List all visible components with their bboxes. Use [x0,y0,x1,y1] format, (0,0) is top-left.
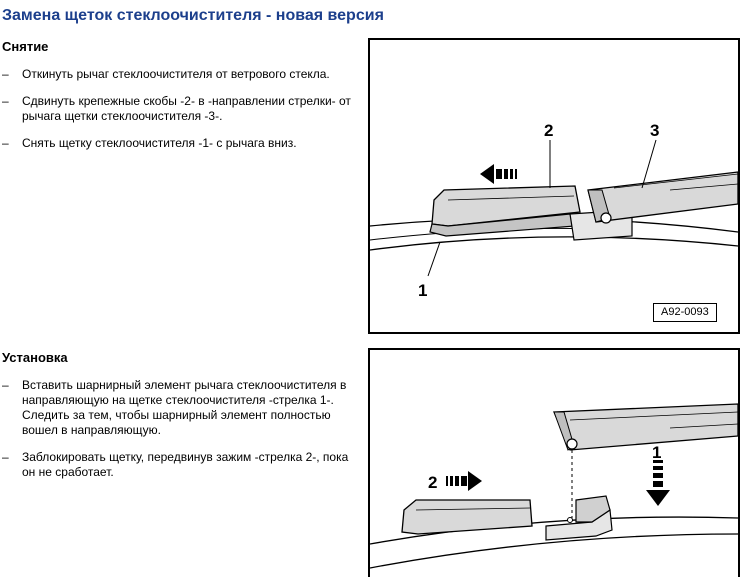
callout-2: 2 [544,121,553,140]
list-bullet: – [2,136,9,150]
callout-2: 2 [428,473,437,492]
step-text: Сдвинуть крепежные скобы -2- в -направле… [22,94,351,123]
removal-heading: Снятие [2,39,49,54]
wiper-arm [553,403,738,451]
windshield-edge [370,533,738,569]
list-item: – Заблокировать щетку, передвинув зажим … [2,450,364,480]
list-item: – Откинуть рычаг стеклоочистителя от вет… [2,67,364,82]
removal-figure: 2 3 1 A92-0093 [368,38,740,334]
list-item: – Вставить шарнирный элемент рычага стек… [2,378,364,438]
arrow-2 [446,471,482,491]
list-item: – Снять щетку стеклоочистителя -1- с рыч… [2,136,364,151]
installation-heading: Установка [2,350,68,365]
list-bullet: – [2,378,9,392]
step-text: Снять щетку стеклоочистителя -1- с рычаг… [22,136,297,150]
callout-1: 1 [652,443,661,462]
guide-hole [567,517,573,523]
removal-illustration: 2 3 1 [370,121,738,300]
guide-element-top [575,495,611,523]
step-text: Заблокировать щетку, передвинув зажим -с… [22,450,349,479]
clip-bracket [401,499,533,535]
wiper-arm [587,171,738,223]
pivot-pin [566,438,578,450]
list-item: – Сдвинуть крепежные скобы -2- в -направ… [2,94,364,124]
callout-1: 1 [418,281,427,300]
windshield-edge [370,516,738,545]
installation-figure: 1 2 [368,348,740,577]
list-bullet: – [2,450,9,464]
pivot-pin [600,212,612,224]
installation-steps: – Вставить шарнирный элемент рычага стек… [2,378,364,492]
page-title: Замена щеток стеклоочистителя - новая ве… [2,7,384,24]
figure-code: A92-0093 [653,303,717,322]
list-bullet: – [2,94,9,108]
arrow-1 [646,460,670,506]
installation-illustration: 1 2 [370,403,738,569]
step-text: Откинуть рычаг стеклоочистителя от ветро… [22,67,330,81]
step-text: Вставить шарнирный элемент рычага стекло… [22,378,347,437]
windshield-edge [370,236,738,251]
list-bullet: – [2,67,9,81]
callout-3: 3 [650,121,659,140]
removal-steps: – Откинуть рычаг стеклоочистителя от вет… [2,67,364,163]
direction-arrow [480,164,517,184]
